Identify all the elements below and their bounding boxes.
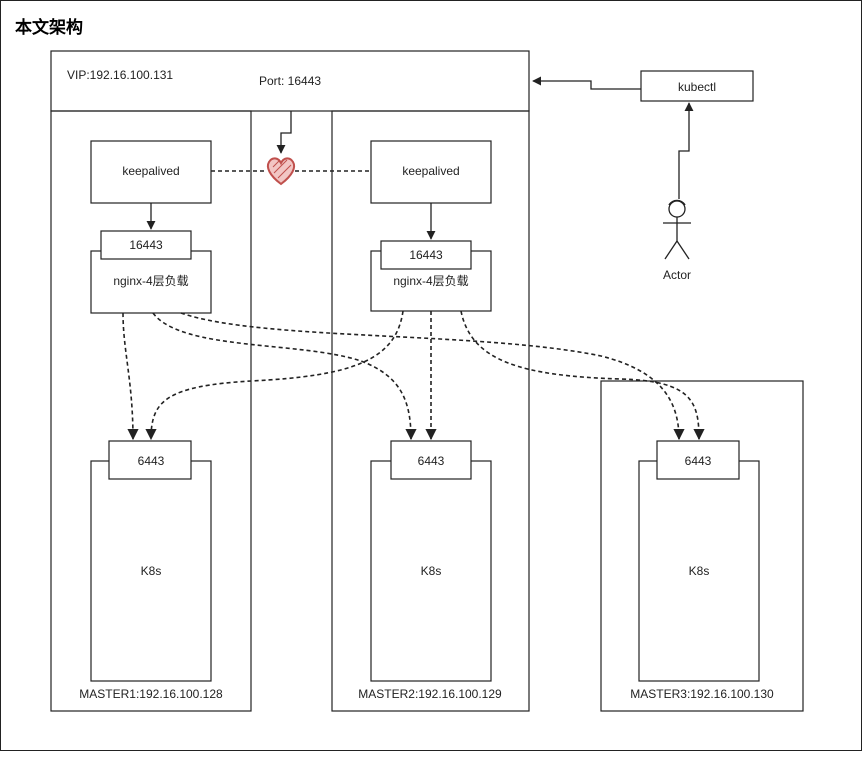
k8s2-label: K8s [421,564,442,578]
diagram-title: 本文架构 [15,17,83,37]
nginx2-port: 16443 [409,248,443,262]
nginx1-to-k8s1-link [122,312,139,441]
vip-to-heartbeat-arrow [276,111,292,154]
master3-node: MASTER3:192.16.100.130 [600,380,804,712]
keepalived1-label: keepalived [122,164,179,178]
vip-port-label: Port: 16443 [259,74,321,88]
master2-node: MASTER2:192.16.100.129 [331,110,530,712]
nginx1-port: 16443 [129,238,163,252]
nginx1-to-k8s2-link [152,312,417,441]
nginx2-to-k8s3-link [460,310,705,441]
actor-label: Actor [663,268,691,282]
kubectl-box: kubectl [640,70,754,102]
vip-bar: VIP:192.16.100.131 Port: 16443 [50,50,530,112]
heart-icon [266,157,296,186]
vip-label: VIP:192.16.100.131 [67,68,173,82]
k8s3-label: K8s [689,564,710,578]
actor-icon [663,199,691,260]
nginx1-to-k8s3-link [180,312,685,441]
nginx1-label: nginx-4层负载 [113,274,188,288]
nginx2-label: nginx-4层负载 [393,274,468,288]
k8s1-port: 6443 [138,454,165,468]
keepalived2-box: keepalived [370,140,492,204]
master1-label: MASTER1:192.16.100.128 [79,687,223,701]
k8s3-box: K8s 6443 [638,440,760,682]
actor-to-kubectl-arrow [678,102,694,199]
kubectl-label: kubectl [678,80,716,94]
kubectl-to-vip-arrow [532,76,641,90]
k8s3-port: 6443 [685,454,712,468]
master3-label: MASTER3:192.16.100.130 [630,687,774,701]
keepalived1-box: keepalived [90,140,212,204]
nginx1-box: nginx-4层负载 16443 [90,230,212,314]
master1-node: MASTER1:192.16.100.128 [50,110,252,712]
k8s2-port: 6443 [418,454,445,468]
k8s2-box: K8s 6443 [370,440,492,682]
k8s1-box: K8s 6443 [90,440,212,682]
k8s1-label: K8s [141,564,162,578]
keepalived2-label: keepalived [402,164,459,178]
nginx2-box: nginx-4层负载 16443 [370,240,492,312]
nginx2-to-k8s1-link [145,310,404,441]
master2-label: MASTER2:192.16.100.129 [358,687,502,701]
